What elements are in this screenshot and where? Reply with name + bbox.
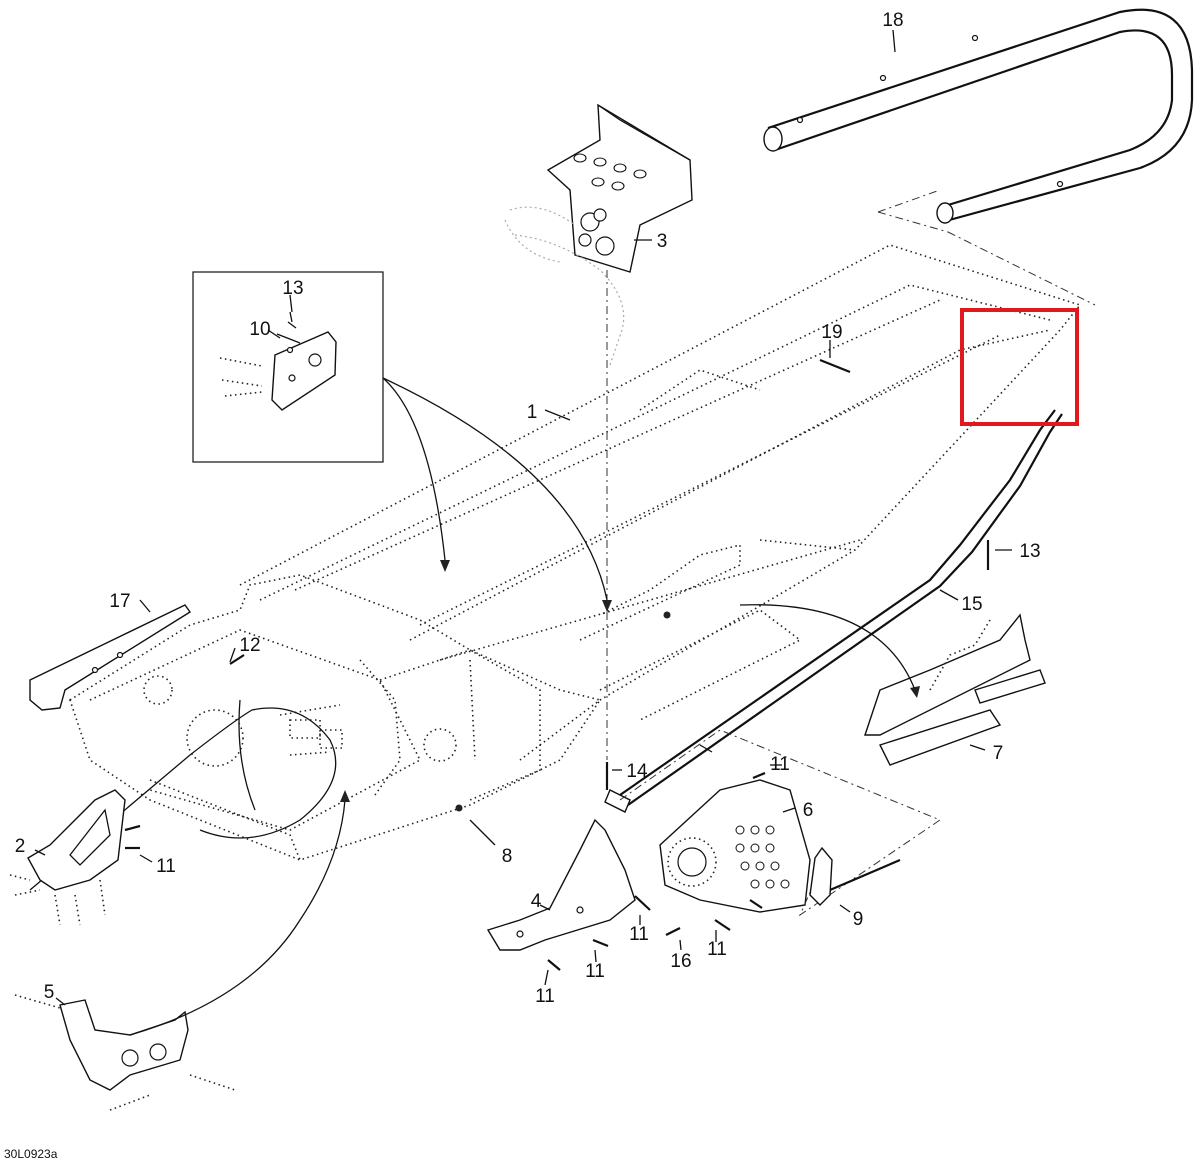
callout-19: 19 <box>821 322 842 343</box>
callout-11-left: 11 <box>156 856 176 877</box>
fasteners <box>124 358 990 971</box>
tunnel-1[interactable] <box>239 244 1082 761</box>
callout-13-inset: 13 <box>282 278 303 299</box>
front-frame <box>69 574 671 861</box>
callout-10: 10 <box>249 319 270 340</box>
callout-1: 1 <box>527 402 538 423</box>
callout-13: 13 <box>1019 541 1040 562</box>
callout-8: 8 <box>502 846 513 867</box>
bracket-4[interactable] <box>486 818 636 951</box>
callout-4: 4 <box>531 891 542 912</box>
bracket-5[interactable] <box>14 994 236 1111</box>
bracket-9[interactable] <box>809 846 901 906</box>
callout-11-mid-right: 11 <box>707 939 727 960</box>
callout-11-bottom: 11 <box>535 986 555 1007</box>
callout-6: 6 <box>803 800 814 821</box>
rail-15[interactable] <box>604 409 1063 813</box>
leader-lines <box>34 29 1012 1006</box>
bracket-2[interactable] <box>9 789 126 926</box>
callout-numbers: 18 3 13 10 19 1 13 15 17 12 7 14 11 6 2 … <box>15 10 1041 1007</box>
bracket-3[interactable] <box>546 103 693 273</box>
highlight-box <box>960 308 1079 426</box>
callout-3: 3 <box>657 231 668 252</box>
callout-2: 2 <box>15 836 26 857</box>
callout-9: 9 <box>853 909 864 930</box>
callout-17: 17 <box>109 591 130 612</box>
callout-18: 18 <box>882 10 903 31</box>
suspension-plate-6[interactable] <box>659 779 811 913</box>
front-bracket-17[interactable] <box>29 604 192 711</box>
detail-inset-box <box>192 271 384 463</box>
pointer-arrows <box>129 377 920 1036</box>
drawing-code: 30L0923a <box>4 1147 58 1161</box>
callout-7: 7 <box>993 743 1004 764</box>
callout-5: 5 <box>44 982 55 1003</box>
callout-15: 15 <box>961 594 982 615</box>
footrest-7[interactable] <box>864 613 1046 766</box>
callout-14: 14 <box>626 761 648 782</box>
callout-11-lower: 11 <box>585 961 605 982</box>
callout-12: 12 <box>239 635 260 656</box>
callout-11-top: 11 <box>770 754 790 775</box>
rear-bumper-18[interactable] <box>763 8 1194 224</box>
callout-16: 16 <box>670 951 691 972</box>
callout-11-mid-left: 11 <box>629 924 649 945</box>
